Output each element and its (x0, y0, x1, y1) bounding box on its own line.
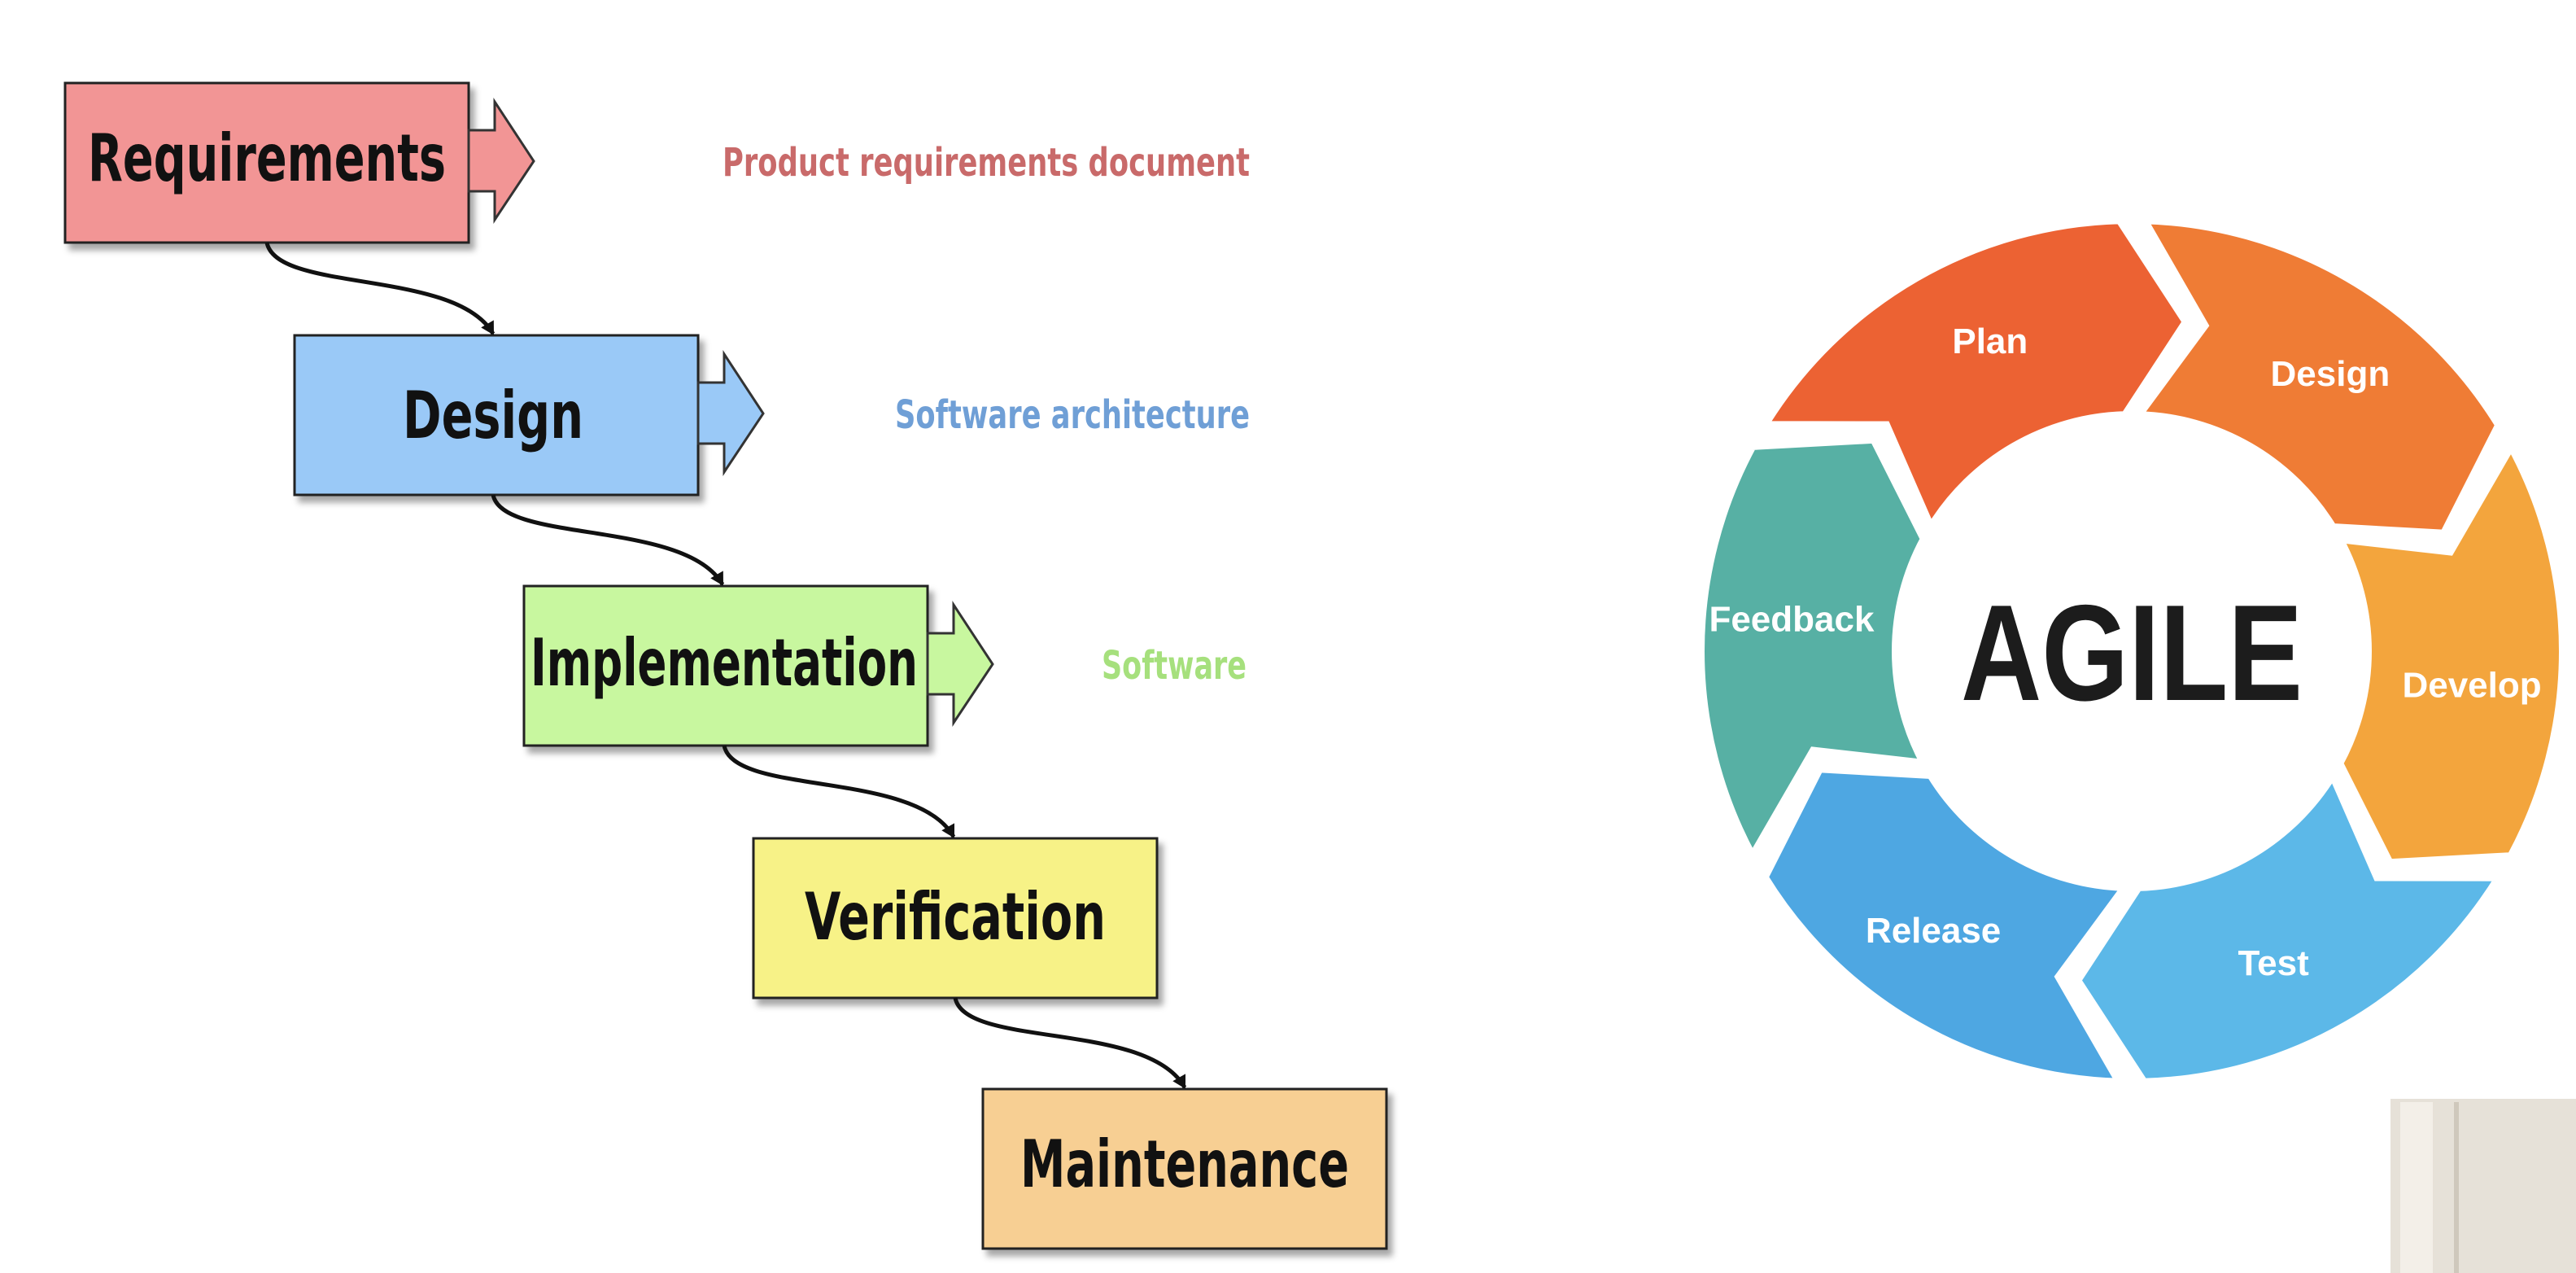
waterfall-diagram: Requirements Product requirements docume… (63, 81, 1388, 1250)
agile-segment-feedback (1696, 435, 1932, 865)
waterfall-stage-maintenance: Maintenance (981, 1087, 1388, 1250)
agile-segment-label: Plan (1952, 322, 2028, 361)
waterfall-connector (953, 997, 1187, 1089)
waterfall-stage-label: Requirements (88, 120, 446, 196)
agile-center-circle (1900, 419, 2364, 883)
waterfall-connector (722, 745, 956, 838)
agile-segment-label: Develop (2402, 665, 2541, 705)
waterfall-stage-label: Maintenance (1020, 1126, 1349, 1202)
waterfall-stage-implementation: Implementation Software (522, 584, 1247, 747)
waterfall-connector (264, 242, 496, 335)
agile-segment-label: Test (2238, 943, 2310, 983)
agile-segment-release (1759, 764, 2133, 1087)
waterfall-connector (491, 494, 725, 586)
agile-segment-plan (1757, 216, 2191, 536)
agile-segment-test (2072, 766, 2507, 1087)
waterfall-stage-design: Design Software architecture (293, 334, 1250, 497)
agile-segment-design (2130, 215, 2504, 538)
waterfall-stage-verification: Verification (752, 837, 1159, 1000)
waterfall-output-label: Software architecture (895, 392, 1250, 438)
presenter-video-thumbnail (2390, 1099, 2576, 1273)
waterfall-stage-requirements: Requirements Product requirements docume… (63, 81, 1250, 244)
agile-segment-label: Release (1866, 911, 2001, 951)
agile-segment-develop (2332, 437, 2567, 868)
waterfall-output-label: Software (1102, 643, 1247, 689)
agile-segment-label: Design (2271, 354, 2390, 394)
agile-segment-label: Feedback (1709, 600, 1875, 640)
waterfall-stage-label: Verification (805, 879, 1106, 955)
waterfall-output-label: Product requirements document (723, 140, 1250, 186)
agile-center-label: AGILE (1961, 576, 2303, 729)
waterfall-stage-label: Design (403, 378, 583, 453)
waterfall-stage-label: Implementation (530, 625, 918, 701)
